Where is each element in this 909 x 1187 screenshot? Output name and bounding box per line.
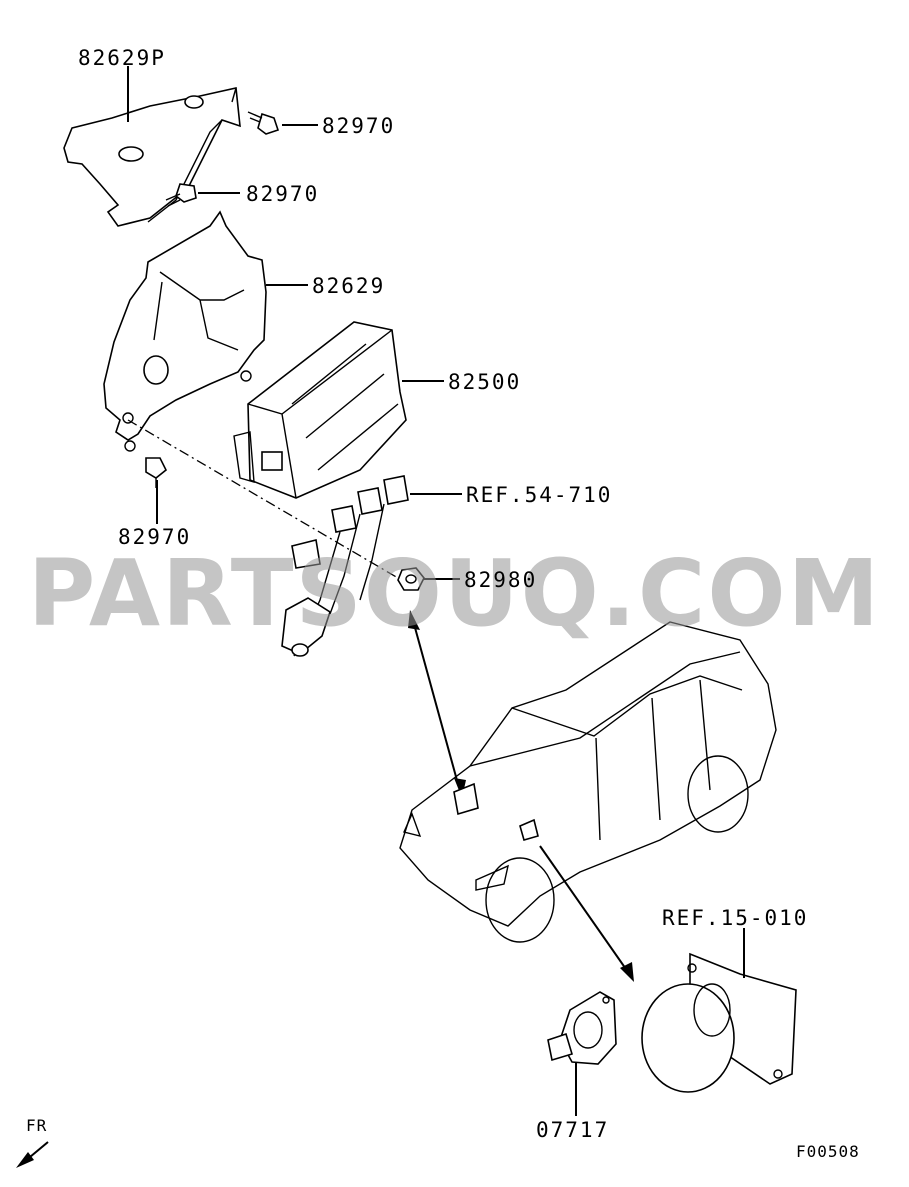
label-nut: 82980 — [464, 568, 538, 592]
label-bolt-upper: 82970 — [322, 114, 396, 138]
vehicle-silhouette-icon — [399, 621, 777, 943]
throttle-body-drawing — [641, 952, 797, 1093]
label-bolt-middle: 82970 — [246, 182, 320, 206]
pointer-arrow-sensor — [539, 845, 634, 982]
figure-code: F00508 — [796, 1142, 860, 1161]
label-bolt-lower: 82970 — [118, 525, 192, 549]
nut-drawing — [397, 567, 425, 591]
label-ecu: 82500 — [448, 370, 522, 394]
label-ref-throttle: REF.15-010 — [662, 906, 809, 930]
front-marker-label: FR — [26, 1116, 48, 1135]
bolt-middle-drawing — [165, 183, 197, 207]
label-ref-harness: REF.54-710 — [466, 483, 613, 507]
leader-lines — [127, 66, 745, 1116]
pointer-arrow-ecu — [408, 610, 466, 798]
front-direction-arrow-icon — [16, 1141, 49, 1168]
label-upper-bracket: 82629P — [78, 46, 166, 70]
harness-drawing — [281, 475, 409, 657]
bolt-upper-drawing — [247, 111, 280, 135]
sensor-drawing — [547, 991, 617, 1065]
lower-bracket-drawing — [103, 210, 267, 452]
label-lower-bracket: 82629 — [312, 274, 386, 298]
label-sensor: 07717 — [536, 1118, 610, 1142]
ecu-drawing — [233, 321, 407, 499]
alignment-line — [127, 419, 399, 579]
bolt-lower-drawing — [145, 457, 168, 488]
upper-bracket-drawing — [63, 87, 241, 227]
